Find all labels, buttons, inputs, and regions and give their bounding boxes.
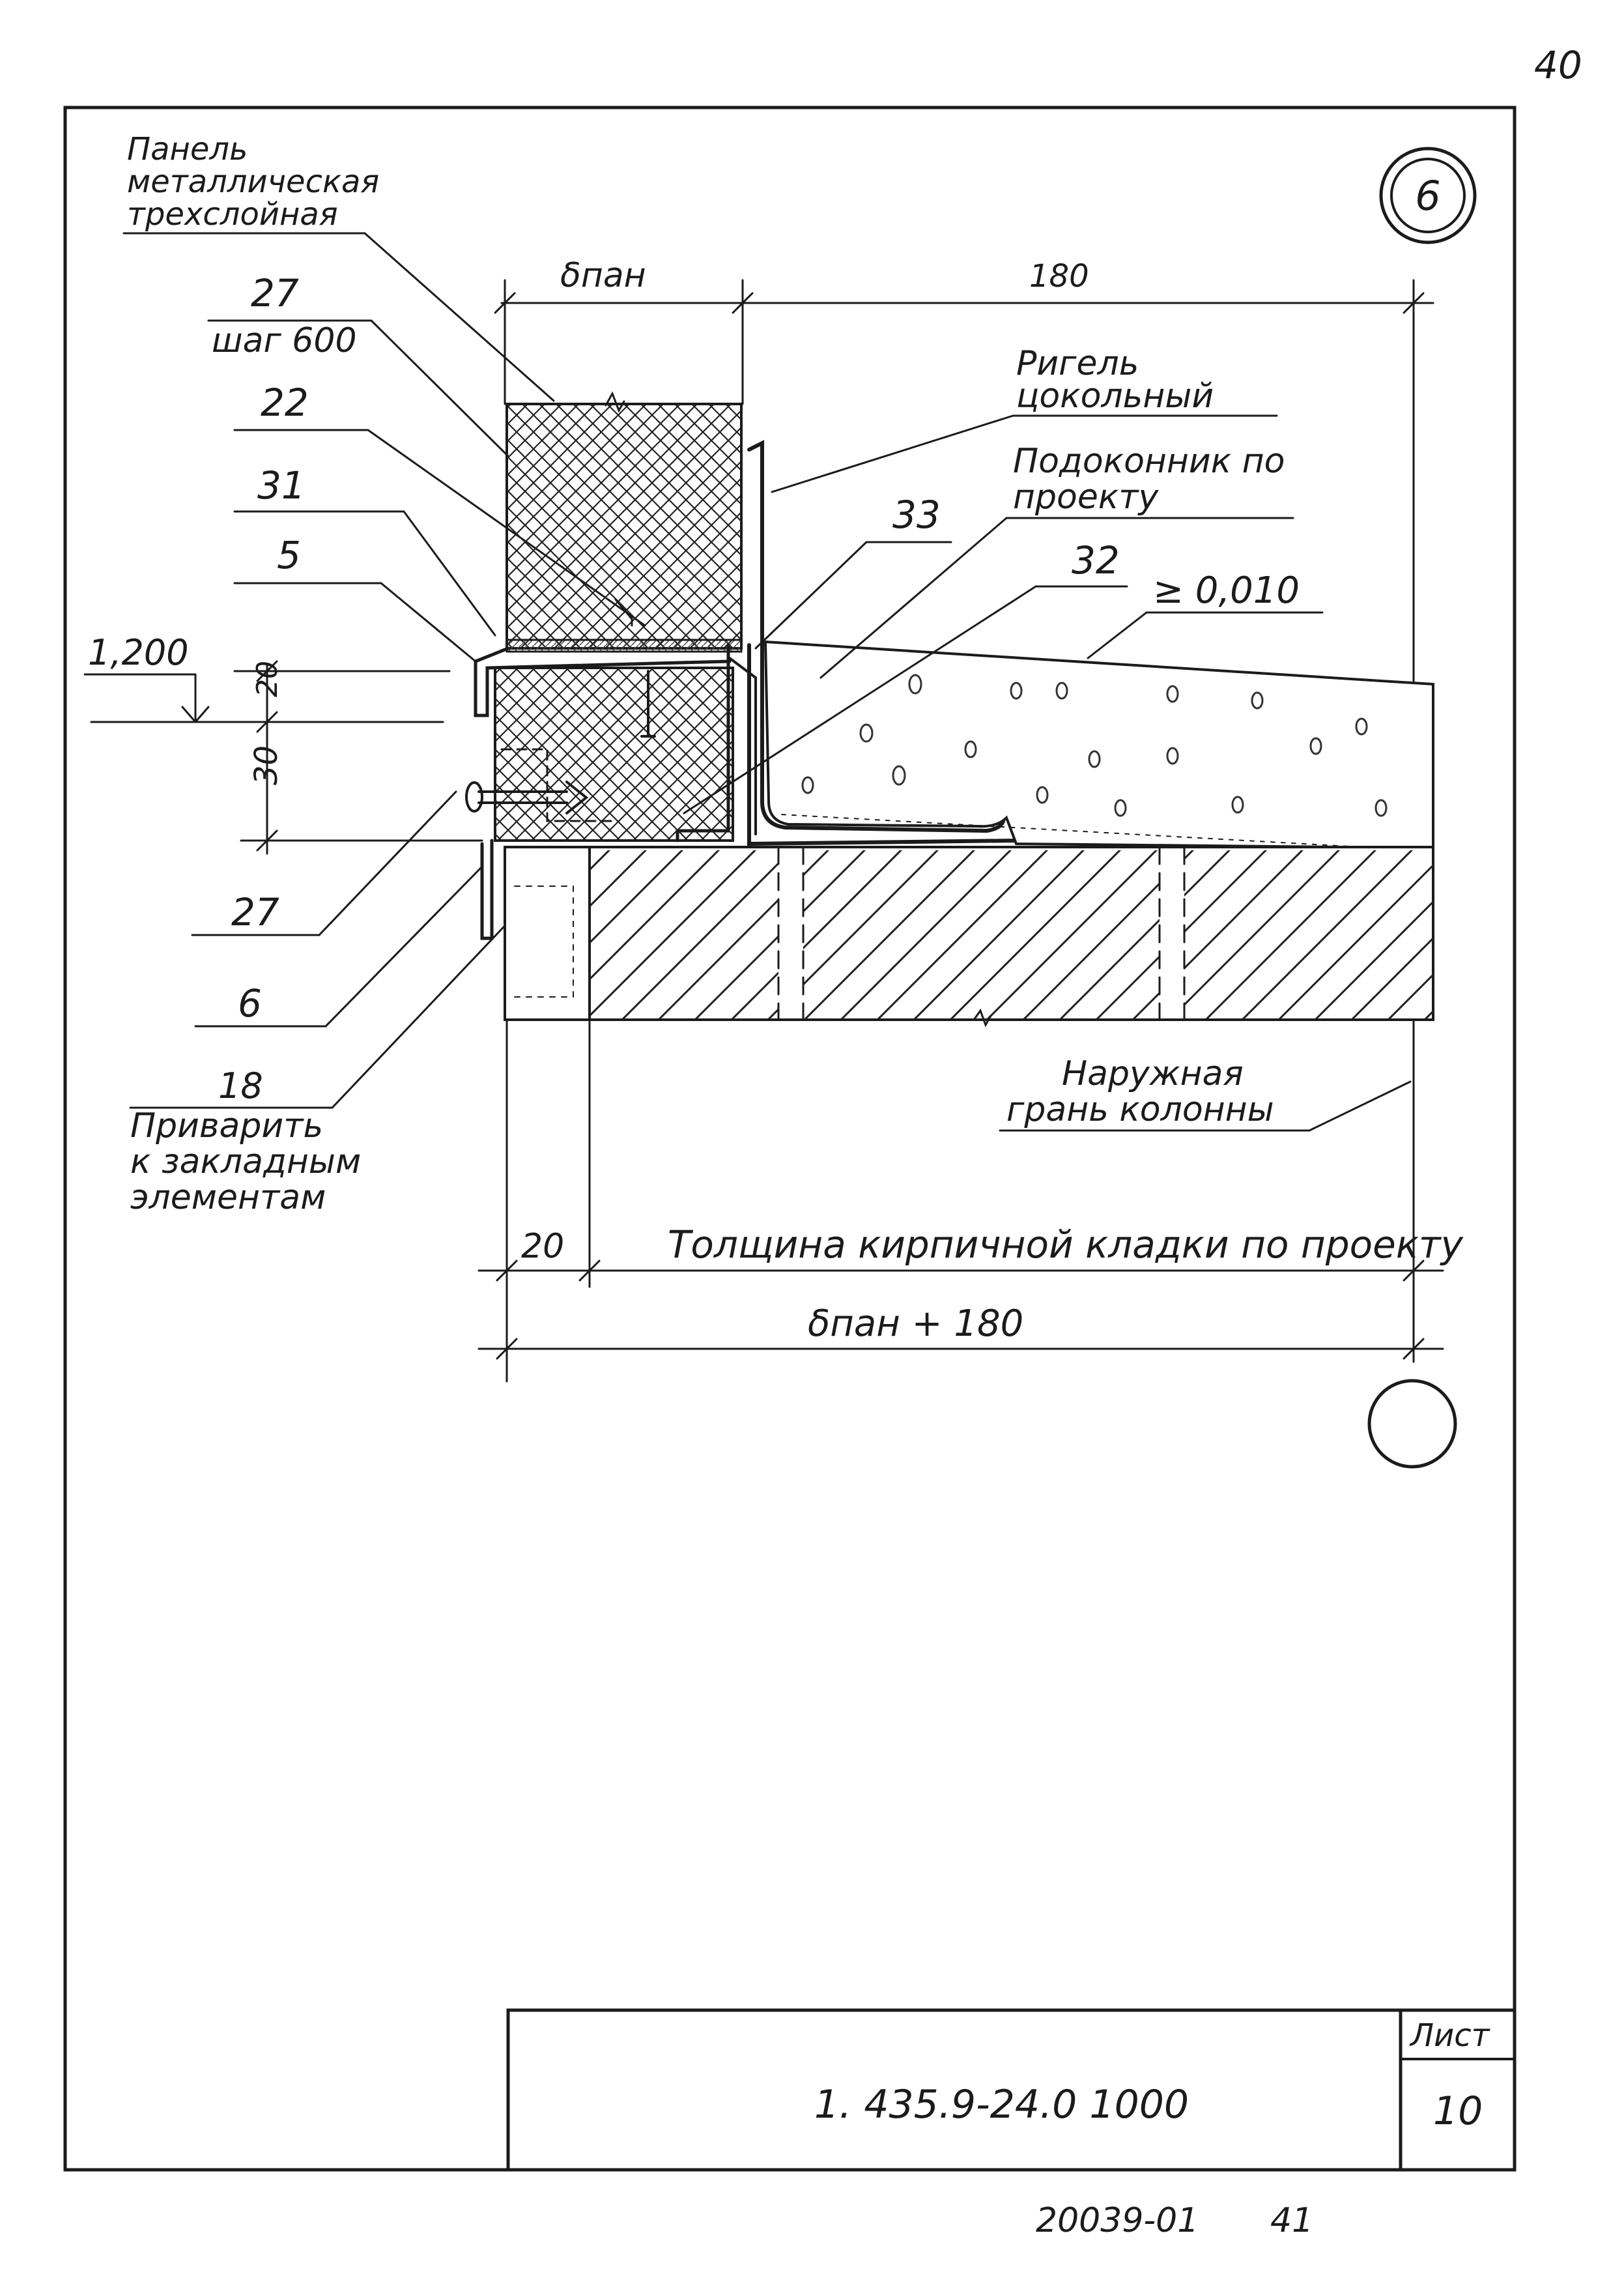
svg-text:6: 6 xyxy=(238,981,262,1026)
slope-label: ≥ 0,010 xyxy=(1087,569,1324,659)
callout-27-bolt: 27 xyxy=(191,790,457,936)
svg-text:30: 30 xyxy=(248,745,285,785)
top-dimension: δпан 180 xyxy=(494,256,1434,1363)
svg-text:к закладным: к закладным xyxy=(130,1142,361,1181)
title-block: 1. 435.9-24.0 1000 Лист 10 xyxy=(506,2008,1517,2172)
svg-text:грань колонны: грань колонны xyxy=(1006,1090,1274,1129)
detail-mark-number: 6 xyxy=(1415,172,1440,220)
svg-text:шаг 600: шаг 600 xyxy=(212,321,357,360)
svg-text:металлическая: металлическая xyxy=(127,164,379,200)
archive-number: 20039-01 xyxy=(1036,2201,1199,2240)
callout-27-step: 27 шаг 600 xyxy=(207,271,509,457)
svg-text:33: 33 xyxy=(892,493,941,537)
svg-text:22: 22 xyxy=(261,381,309,425)
callout-5: 5 xyxy=(233,533,477,663)
svg-text:1,200: 1,200 xyxy=(88,632,189,673)
section-drawing xyxy=(465,391,1434,1028)
drawing-code: 1. 435.9-24.0 1000 xyxy=(814,2082,1189,2127)
callout-18-weld: 18 Приварить к закладным элементам xyxy=(129,852,575,1217)
svg-text:31: 31 xyxy=(257,463,306,508)
callout-33: 33 xyxy=(754,493,952,650)
vertical-dimensions: 20 30 xyxy=(233,660,483,855)
outer-face-label: Наружная грань колонны xyxy=(999,1054,1412,1132)
sill-label: Подоконник по проекту xyxy=(819,442,1294,679)
callout-6: 6 xyxy=(194,865,483,1028)
detail-marker: 6 xyxy=(1379,147,1477,244)
svg-text:проекту: проекту xyxy=(1013,478,1160,517)
sheet-number: 10 xyxy=(1433,2088,1483,2134)
svg-text:Панель: Панель xyxy=(127,131,248,167)
page-number: 40 xyxy=(1534,43,1582,87)
sheet-label: Лист xyxy=(1409,2017,1491,2054)
svg-text:δпан + 180: δпан + 180 xyxy=(808,1303,1023,1345)
svg-text:Толщина кирпичной кладки по пр: Толщина кирпичной кладки по проекту xyxy=(668,1222,1464,1267)
svg-text:5: 5 xyxy=(277,533,301,577)
svg-text:Приварить: Приварить xyxy=(130,1106,323,1146)
dim-delta-pan: δпан xyxy=(560,256,646,295)
svg-text:Ригель: Ригель xyxy=(1016,344,1139,383)
callout-31: 31 xyxy=(233,463,496,637)
svg-text:20: 20 xyxy=(521,1227,564,1266)
axis-bubble xyxy=(1367,1379,1457,1469)
svg-text:18: 18 xyxy=(218,1065,263,1106)
bottom-dimensions: 20 Толщина кирпичной кладки по проекту δ… xyxy=(477,1018,1464,1383)
dim-180: 180 xyxy=(1029,258,1089,295)
svg-text:цокольный: цокольный xyxy=(1016,377,1214,416)
concrete-sill xyxy=(763,640,1434,862)
svg-text:27: 27 xyxy=(231,890,279,934)
svg-text:27: 27 xyxy=(251,271,299,315)
svg-text:≥ 0,010: ≥ 0,010 xyxy=(1153,569,1300,612)
svg-text:Наружная: Наружная xyxy=(1062,1054,1244,1093)
svg-text:32: 32 xyxy=(1072,538,1120,583)
svg-text:трехслойная: трехслойная xyxy=(127,196,338,233)
elevation-mark: 1,200 xyxy=(83,632,444,723)
svg-text:элементам: элементам xyxy=(130,1178,326,1217)
footer-number: 41 xyxy=(1270,2201,1313,2240)
svg-text:20: 20 xyxy=(251,661,284,697)
svg-text:Подоконник по: Подоконник по xyxy=(1013,442,1285,481)
rigel-label: Ригель цокольный xyxy=(771,344,1278,493)
panel-label: Панель металлическая трехслойная xyxy=(122,131,555,402)
callout-32: 32 xyxy=(683,538,1128,814)
